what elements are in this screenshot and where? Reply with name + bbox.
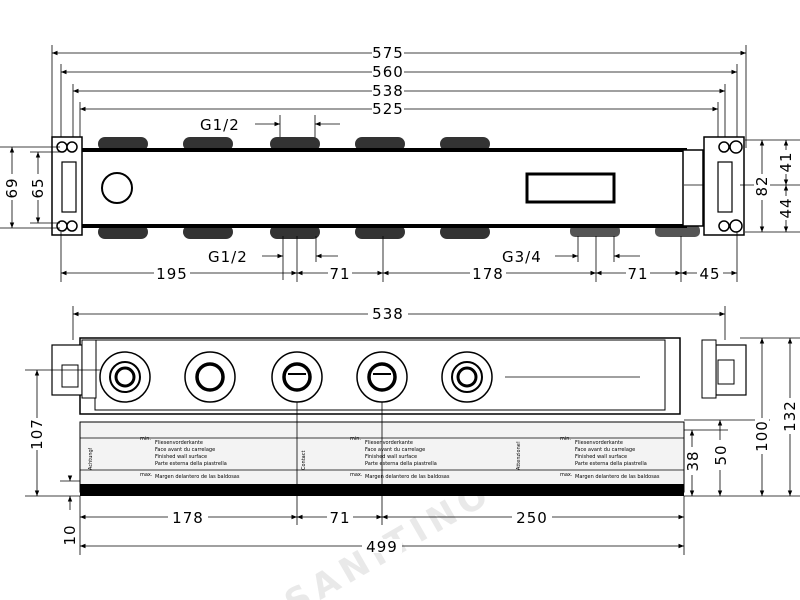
strip-line2-3: Finished wall surface — [575, 454, 627, 460]
strip-line3-2: Parte esterna della piastrella — [365, 461, 437, 467]
front-dim-132-label: 132 — [781, 400, 799, 432]
strip-line4-3: Margen delantero de las baldosas — [575, 474, 660, 480]
dim-71b-label: 71 — [627, 265, 648, 283]
dim-178-label: 178 — [472, 265, 504, 283]
thread-top-callout: G1/2 — [200, 115, 340, 142]
bottom-horizontal-dims: 195 71 178 71 45 — [60, 232, 738, 283]
strip-min-1: min. — [140, 436, 151, 442]
front-dimension-538: 538 — [72, 305, 726, 340]
strip-attenzione-1: Attenzione! — [516, 441, 522, 470]
front-right-bracket — [701, 339, 747, 399]
strip-line2-1: Finished wall surface — [155, 454, 207, 460]
strip-line1-3: Face avant du carrelage — [575, 447, 635, 453]
front-view: 538 — [25, 305, 800, 556]
strip-min-2: min. — [350, 436, 361, 442]
dim-575-label: 575 — [372, 44, 404, 62]
strip-min-3: min. — [560, 436, 571, 442]
dim-41-label: 41 — [777, 151, 795, 172]
strip-line1-2: Face avant du carrelage — [365, 447, 425, 453]
left-vertical-dims: 69 65 — [0, 146, 60, 229]
front-dim-107-label: 107 — [28, 418, 46, 450]
strip-line3-1: Parte esterna della piastrella — [155, 461, 227, 467]
strip-max-1: max. — [140, 472, 153, 478]
front-dim-71-label: 71 — [329, 509, 350, 527]
dim-525-label: 525 — [372, 100, 404, 118]
front-dim-50-label: 50 — [712, 444, 730, 465]
left-bracket — [51, 136, 83, 236]
front-outlets — [99, 351, 493, 403]
thread-bottom-left-label: G1/2 — [208, 248, 248, 266]
right-vertical-dims: 82 41 44 — [740, 139, 800, 233]
front-dim-250-label: 250 — [516, 509, 548, 527]
strip-line3-3: Parte esterna della piastrella — [575, 461, 647, 467]
front-dim-538-label: 538 — [372, 305, 404, 323]
strip-title-3: Fliesenvorderkante — [575, 440, 623, 446]
overall-dimension-560: 560 — [60, 63, 738, 148]
dim-560-label: 560 — [372, 63, 404, 81]
front-bottom-dims: 178 71 250 499 — [79, 496, 685, 556]
dim-44-label: 44 — [777, 197, 795, 218]
thread-top-label: G1/2 — [200, 116, 240, 134]
thread-bottom-right-label: G3/4 — [502, 248, 542, 266]
dim-538-label: 538 — [372, 82, 404, 100]
right-bracket — [703, 136, 745, 236]
front-left-dims: 107 10 — [25, 369, 100, 546]
dim-65-label: 65 — [29, 177, 47, 198]
front-dim-38-label: 38 — [684, 450, 702, 471]
dim-71a-label: 71 — [329, 265, 350, 283]
dim-45-label: 45 — [699, 265, 720, 283]
dim-69-label: 69 — [3, 177, 21, 198]
strip-title-1: Fliesenvorderkante — [155, 440, 203, 446]
top-view: 575 560 538 525 G1/2 — [0, 44, 800, 283]
strip-title-2: Fliesenvorderkante — [365, 440, 413, 446]
strip-line4-2: Margen delantero de las baldosas — [365, 474, 450, 480]
strip-line4-1: Margen delantero de las baldosas — [155, 474, 240, 480]
thread-bottom-left-callout: G1/2 — [208, 236, 338, 280]
strip-contact-1: Contact — [301, 451, 307, 470]
front-dim-100-label: 100 — [753, 420, 771, 452]
front-dim-499-label: 499 — [366, 538, 398, 556]
front-dim-178-label: 178 — [172, 509, 204, 527]
bottom-connectors — [98, 225, 700, 239]
front-right-dims: 38 50 100 132 — [684, 337, 800, 497]
overall-dimension-575: 575 — [51, 44, 747, 148]
front-dim-10-label: 10 — [61, 524, 79, 545]
display-window — [525, 172, 616, 204]
dim-82-label: 82 — [753, 175, 771, 196]
dim-195-label: 195 — [156, 265, 188, 283]
strip-attention-1: Achtung! — [88, 447, 94, 470]
thread-bottom-right-callout: G3/4 — [502, 236, 640, 266]
strip-line1-1: Face avant du carrelage — [155, 447, 215, 453]
control-knob-icon — [101, 172, 133, 204]
strip-max-3: max. — [560, 472, 573, 478]
front-left-bracket — [51, 339, 97, 399]
strip-line2-2: Finished wall surface — [365, 454, 417, 460]
strip-max-2: max. — [350, 472, 363, 478]
top-connectors — [98, 137, 490, 151]
